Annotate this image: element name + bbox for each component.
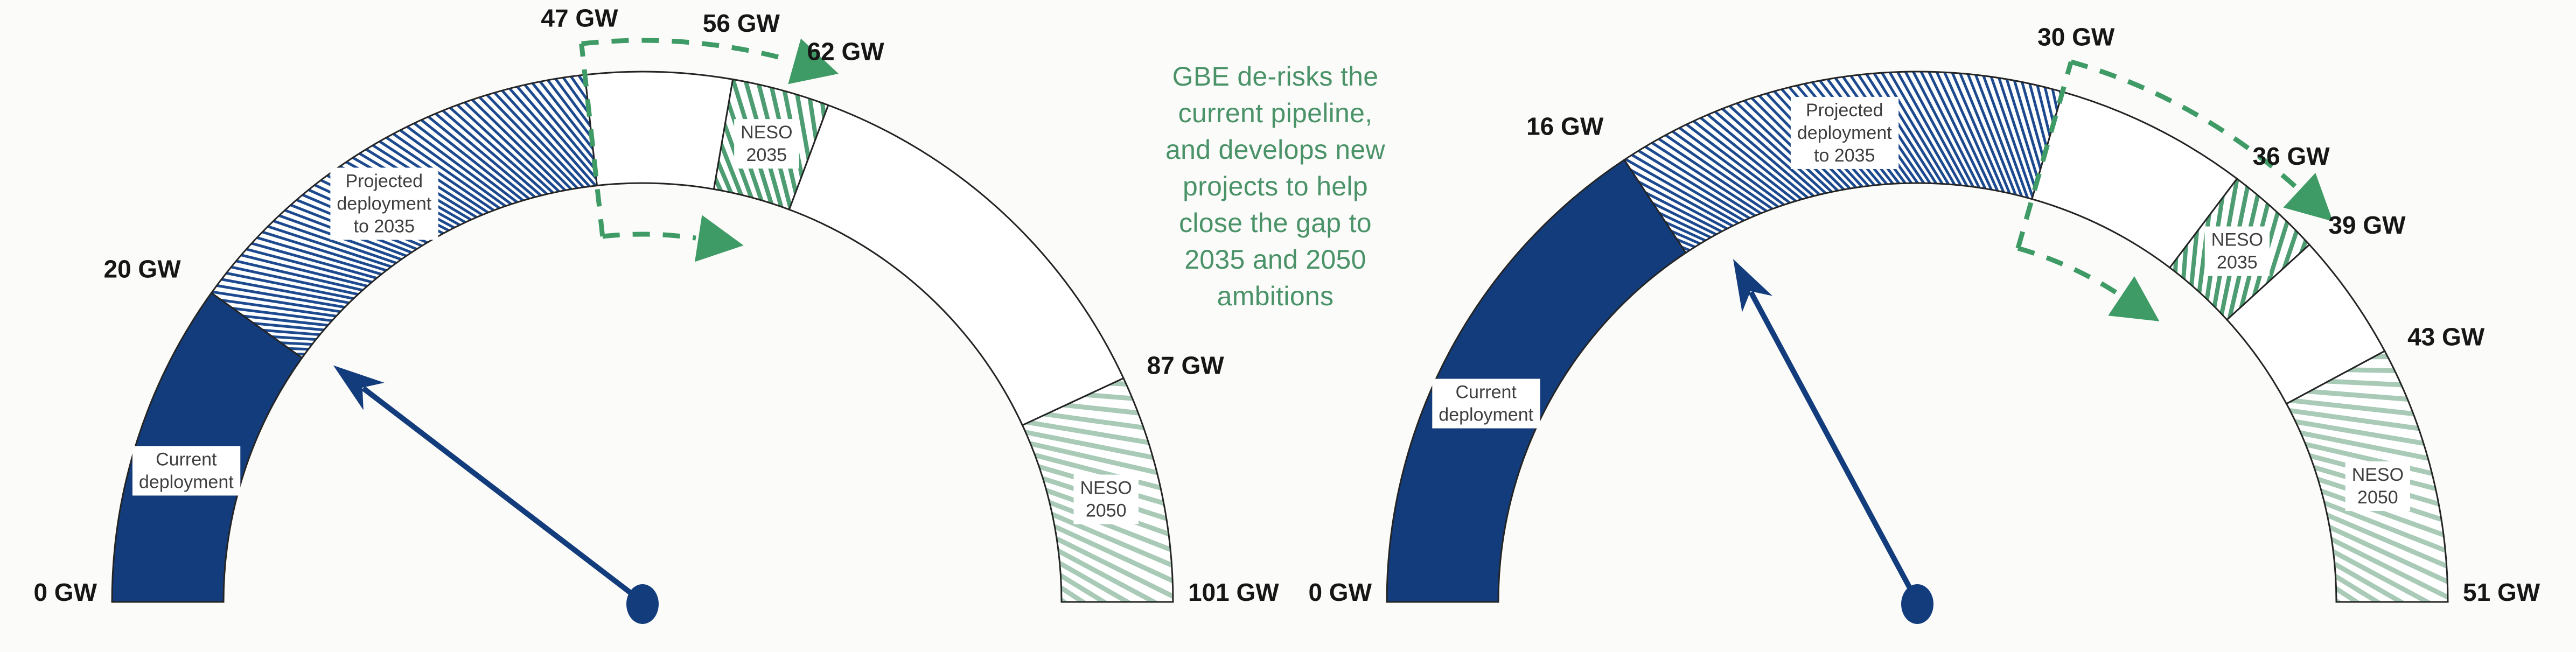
tick-label-16gw: 16 GW <box>1526 113 1604 141</box>
tick-label-47gw: 47 GW <box>541 4 618 32</box>
needle-arrowhead-icon <box>333 365 385 410</box>
tick-label-0gw: 0 GW <box>33 578 97 606</box>
gap-arrowhead-outer-icon <box>788 38 839 85</box>
section-label-box <box>2204 226 2270 276</box>
gauge-pipeline-today: 0 GW 20 GW 47 GW 56 GW 62 GW 87 GW 101 GW Curre… <box>33 4 1279 624</box>
section-label-box <box>1432 378 1540 429</box>
needle-arrowhead-icon <box>1733 259 1773 312</box>
gap-arrow-outer-arc <box>2070 59 2298 190</box>
gauge-segment-pipeline-today-62-87 <box>789 105 1124 425</box>
gap-arrow <box>2015 59 2298 297</box>
gap-arrowhead-inner-icon <box>695 215 744 262</box>
gap-arrow-radial-line <box>579 43 605 237</box>
tick-label-56gw: 56 GW <box>703 9 780 37</box>
gap-arrow-radial-line <box>2015 61 2074 249</box>
tick-label-62gw: 62 GW <box>807 37 885 65</box>
gauge-segment-pipeline-today-47-56 <box>584 71 733 190</box>
headline-text: GBE de-risks the current pipeline, and d… <box>1165 61 1385 311</box>
section-label-box <box>2345 461 2411 511</box>
tick-label-43gw: 43 GW <box>2407 323 2485 350</box>
gauge-segment-pipeline-derisked-30-36 <box>2032 92 2237 268</box>
tick-label-20gw: 20 GW <box>103 255 181 283</box>
tick-label-101gw: 101 GW <box>1188 578 1279 606</box>
tick-label-39gw: 39 GW <box>2328 211 2406 239</box>
gauge-segment-outline <box>1021 377 1174 603</box>
gap-arrow <box>579 38 792 241</box>
tick-label-87gw: 87 GW <box>1147 351 1225 379</box>
section-label-box <box>1790 96 1899 169</box>
needle-pivot-dot <box>1901 584 1933 624</box>
gap-arrow-inner-arc <box>2017 246 2121 297</box>
tick-label-0gw: 0 GW <box>1308 578 1372 606</box>
section-label-box <box>734 119 799 169</box>
needle-pivot-dot <box>626 584 659 624</box>
section-label-box <box>132 446 241 496</box>
gauge-needle <box>333 365 659 624</box>
tick-label-51gw: 51 GW <box>2463 578 2540 606</box>
gauge-segment-outline <box>1386 158 1687 603</box>
gap-arrow-outer-arc <box>581 38 792 63</box>
gap-arrow-inner-arc <box>602 232 696 241</box>
tick-label-30gw: 30 GW <box>2037 23 2115 51</box>
gauge-segment-outline <box>2285 349 2449 603</box>
tick-label-36gw: 36 GW <box>2253 142 2330 170</box>
section-label-box <box>330 167 438 240</box>
hatch-lines <box>1022 378 1173 602</box>
gap-arrowhead-inner-icon <box>2108 276 2160 321</box>
gauge-pipeline-derisked: 0 GW 16 GW 30 GW 36 GW 39 GW 43 GW 51 GW Curren… <box>1308 23 2540 624</box>
gauge-needle <box>1733 259 1933 624</box>
section-label-box <box>1073 474 1139 524</box>
gap-arrowhead-outer-icon <box>2283 173 2333 222</box>
